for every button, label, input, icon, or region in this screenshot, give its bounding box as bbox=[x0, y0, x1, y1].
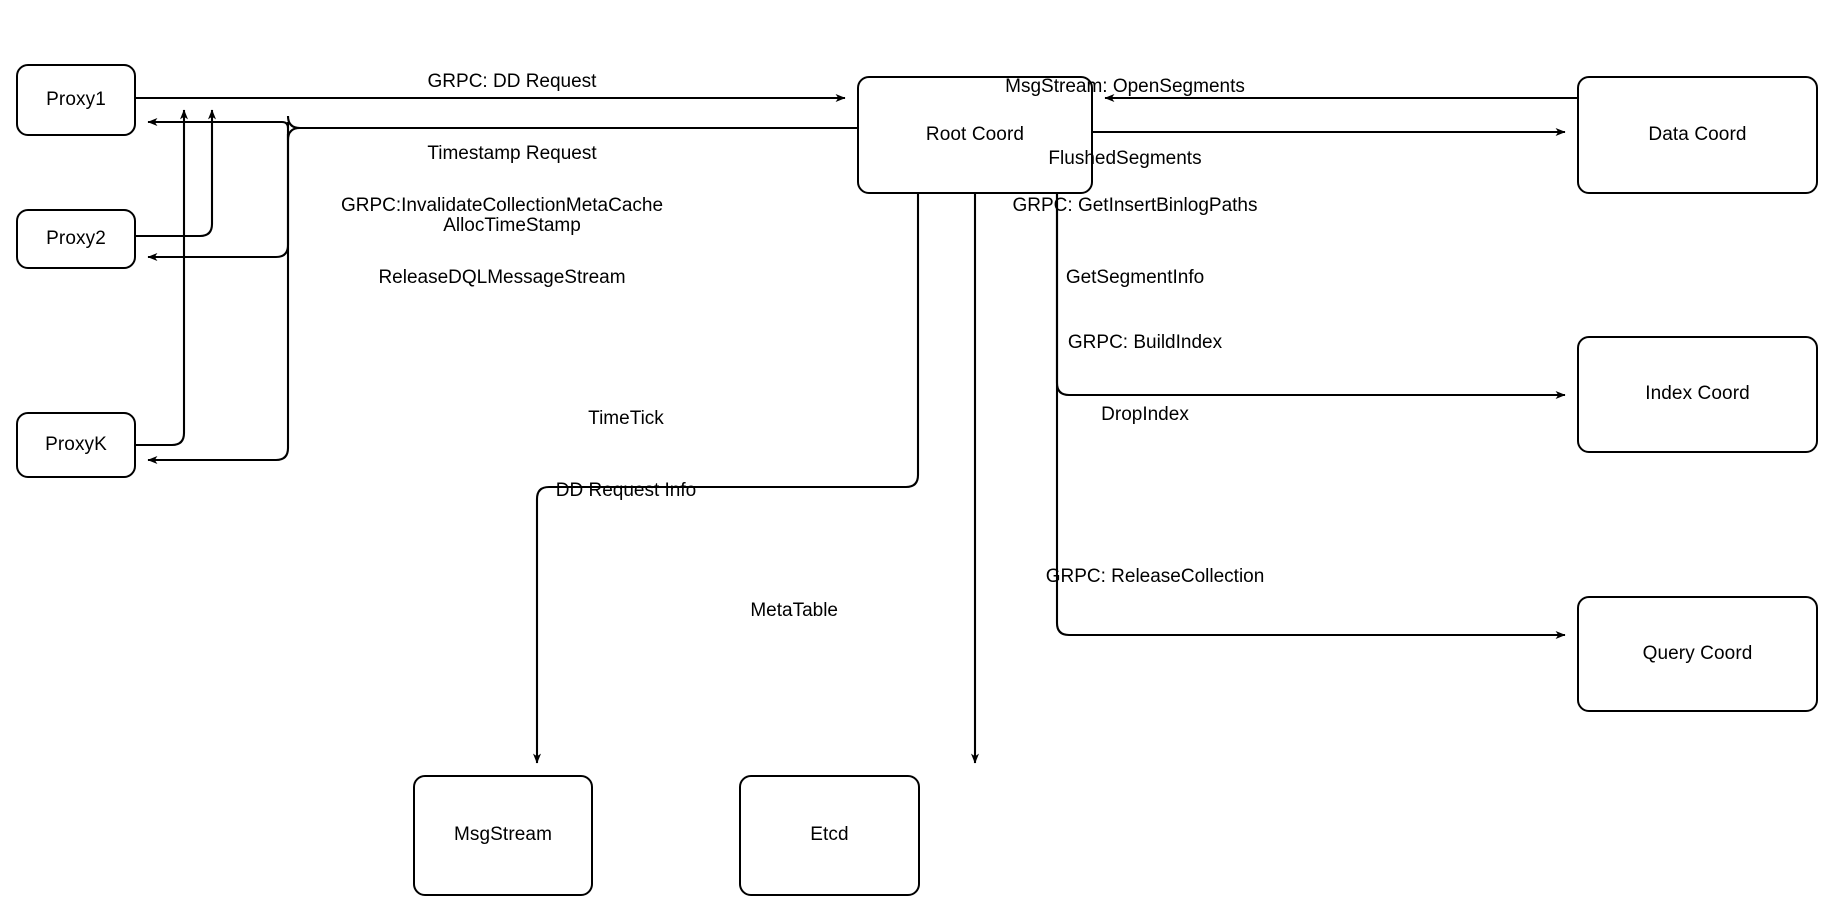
node-etcd-label: Etcd bbox=[810, 824, 849, 846]
node-index-coord-label: Index Coord bbox=[1645, 383, 1750, 405]
edge-label-line: ReleaseDQLMessageStream bbox=[378, 267, 626, 288]
node-msgstream-label: MsgStream bbox=[453, 824, 553, 846]
edge-label-proxy-to-root: GRPC: DD Request Timestamp Request Alloc… bbox=[342, 22, 682, 286]
node-index-coord[interactable]: Index Coord bbox=[1577, 336, 1818, 453]
edge-label-line: FlushedSegments bbox=[1048, 148, 1202, 169]
node-msgstream[interactable]: MsgStream bbox=[413, 775, 593, 896]
edge-label-line: GRPC: BuildIndex bbox=[1067, 332, 1223, 353]
node-proxyk[interactable]: ProxyK bbox=[16, 412, 136, 478]
wire-proxy2-to-riser bbox=[136, 109, 216, 238]
wire-return-trunk-down bbox=[147, 134, 290, 261]
edge-label-line: Timestamp Request bbox=[427, 143, 597, 164]
edge-label-line: AllocTimeStamp bbox=[443, 215, 581, 236]
edge-label-root-to-querycoord: GRPC: ReleaseCollection bbox=[1020, 517, 1290, 637]
edge-label-line: TimeTick bbox=[588, 408, 664, 429]
node-proxy1[interactable]: Proxy1 bbox=[16, 64, 136, 136]
node-root-coord-label: Root Coord bbox=[925, 123, 1025, 145]
edge-label-line: MsgStream: OpenSegments bbox=[1005, 76, 1245, 97]
node-root-coord[interactable]: Root Coord bbox=[857, 76, 1093, 194]
edge-label-datacoord-to-root: MsgStream: OpenSegments FlushedSegments bbox=[960, 27, 1290, 219]
edge-label-root-to-proxy: GRPC:InvalidateCollectionMetaCache Relea… bbox=[322, 146, 682, 338]
wire-proxyk-to-riser bbox=[136, 109, 188, 447]
edge-label-line: GRPC: DD Request bbox=[427, 71, 597, 92]
node-proxy2-label: Proxy2 bbox=[46, 227, 106, 249]
edge-label-line: DropIndex bbox=[1101, 404, 1189, 425]
edge-label-line: GRPC: ReleaseCollection bbox=[1045, 566, 1265, 587]
node-proxy1-label: Proxy1 bbox=[46, 88, 106, 110]
node-data-coord-label: Data Coord bbox=[1648, 123, 1747, 145]
node-proxy2[interactable]: Proxy2 bbox=[16, 209, 136, 269]
edge-label-line: DD Request Info bbox=[555, 480, 697, 501]
node-etcd[interactable]: Etcd bbox=[739, 775, 920, 896]
wire-rootcoord-return-trunk bbox=[286, 115, 857, 130]
node-query-coord-label: Query Coord bbox=[1642, 642, 1753, 664]
edge-label-line: GRPC: GetInsertBinlogPaths bbox=[1012, 195, 1258, 216]
node-query-coord[interactable]: Query Coord bbox=[1577, 596, 1818, 712]
wire-rootcoord-to-msgstream bbox=[533, 194, 920, 764]
edge-label-line: GetSegmentInfo bbox=[1065, 267, 1205, 288]
edge-label-root-to-datacoord: GRPC: GetInsertBinlogPaths GetSegmentInf… bbox=[990, 146, 1280, 338]
wire-return-trunk-down-k bbox=[147, 134, 290, 464]
node-proxyk-label: ProxyK bbox=[45, 433, 107, 455]
node-data-coord[interactable]: Data Coord bbox=[1577, 76, 1818, 194]
edge-label-line: MetaTable bbox=[750, 600, 838, 621]
wire-rootcoord-to-querycoord bbox=[1055, 194, 1566, 639]
edge-label-root-to-msgstream: TimeTick DD Request Info bbox=[528, 359, 724, 551]
edge-label-line: GRPC:InvalidateCollectionMetaCache bbox=[340, 195, 664, 216]
edge-label-root-to-indexcoord: GRPC: BuildIndex DropIndex bbox=[1035, 283, 1255, 475]
wire-return-to-proxy1 bbox=[147, 118, 290, 129]
edge-label-root-to-etcd: MetaTable bbox=[728, 551, 838, 671]
